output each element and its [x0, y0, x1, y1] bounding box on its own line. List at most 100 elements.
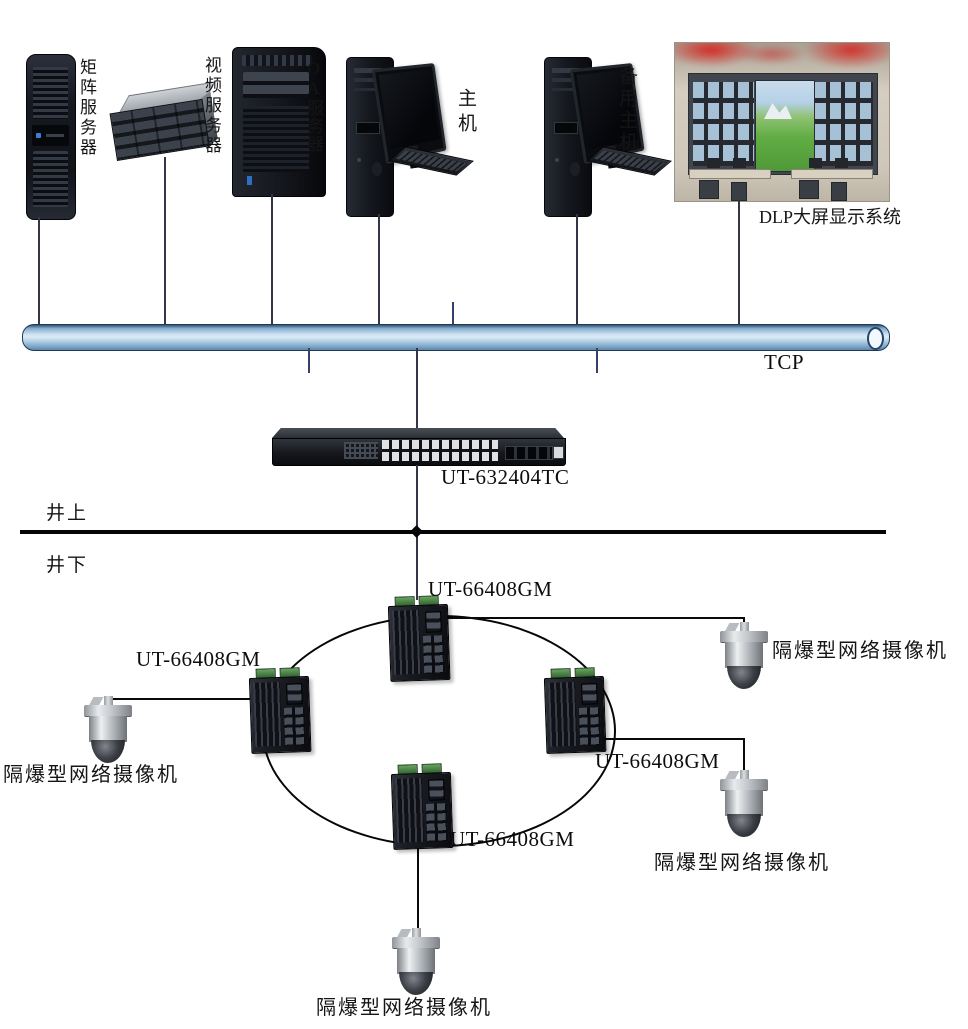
tower-slot — [354, 68, 382, 73]
camera-mount — [740, 622, 749, 632]
rj45-ports — [422, 635, 446, 674]
camera-body — [397, 948, 435, 974]
rj45-ports — [425, 803, 449, 842]
mine-boundary-line — [20, 530, 886, 534]
switch-led-matrix — [344, 442, 378, 459]
rj45-ports — [283, 707, 307, 746]
desk-monitor — [707, 158, 720, 168]
console-desk — [791, 169, 873, 179]
ring-switch-top-label: UT-66408GM — [428, 577, 553, 601]
server-drive-bays — [243, 72, 309, 98]
tower-button — [357, 158, 361, 162]
desk-monitor — [733, 158, 746, 168]
switch-body — [543, 675, 607, 754]
tower-panel — [554, 122, 578, 134]
switch-body — [248, 675, 312, 754]
sfp-slots — [425, 611, 442, 633]
tcp-bus-pipe — [22, 324, 890, 351]
tower-slot — [552, 78, 580, 82]
heatsink-fins — [548, 681, 578, 747]
console-desk — [689, 169, 771, 179]
link-host-to-bus — [378, 214, 380, 326]
camera-dome — [91, 740, 125, 763]
switch-top-bevel — [272, 428, 564, 438]
ring-switch-left-label: UT-66408GM — [136, 647, 261, 671]
link-topright-camera — [445, 617, 745, 619]
camera-mount — [740, 770, 749, 780]
switch-body — [387, 603, 451, 682]
link-video-to-bus — [164, 157, 166, 326]
link-matrix-to-bus — [38, 217, 40, 326]
tower-slot — [552, 68, 580, 73]
surface-label: 井上 — [46, 503, 89, 524]
equipment-cabinet — [831, 182, 847, 201]
camera-body — [89, 716, 127, 742]
camera-body — [725, 642, 763, 668]
server-led — [36, 133, 41, 138]
core-switch-label: UT-632404TC — [441, 465, 570, 489]
server-panel — [32, 125, 69, 146]
boundary-junction-node — [410, 525, 423, 538]
desk-monitor — [835, 158, 848, 168]
link-dlp-to-bus — [738, 200, 740, 326]
pipe-end-cap — [867, 327, 884, 350]
sfp-slots — [286, 683, 303, 705]
dlp-room-image — [674, 42, 890, 202]
ring-switch-left — [247, 667, 312, 754]
keyboard-keys — [395, 150, 467, 172]
camera-left-label: 隔爆型网络摄像机 — [3, 764, 179, 786]
camera-dome — [399, 972, 433, 995]
ring-switch-bottom-label: UT-66408GM — [450, 827, 575, 851]
bus-tap-stub — [596, 348, 598, 373]
sfp-slots — [581, 683, 598, 705]
camera-dome — [727, 666, 761, 689]
camera-bottom-right — [720, 770, 768, 838]
server-mesh — [243, 106, 309, 172]
server-display — [46, 134, 64, 137]
monitor-screen — [378, 69, 440, 150]
camera-mount — [412, 928, 421, 938]
ring-switch-bottom — [389, 763, 454, 850]
tower-slot — [354, 88, 382, 91]
backup-host-label: 备用主机 — [616, 66, 637, 154]
link-bottom-camera — [417, 846, 419, 932]
camera-bottom-label: 隔爆型网络摄像机 — [316, 997, 492, 1019]
ring-switch-right-label: UT-66408GM — [595, 749, 720, 773]
main-screen — [755, 80, 815, 172]
link-bus-to-core-switch — [416, 348, 418, 430]
tower-slot — [354, 78, 382, 82]
equipment-cabinet — [699, 180, 719, 199]
link-right-camera-drop — [743, 738, 745, 774]
bus-tap-stub — [452, 302, 454, 326]
ceiling-light — [803, 43, 889, 69]
camera-top-right-label: 隔爆型网络摄像机 — [772, 640, 948, 662]
desk-monitor — [809, 158, 822, 168]
mountain-graphic — [764, 103, 792, 119]
host-label: 主机 — [455, 88, 476, 138]
backup-host-mouse — [570, 162, 580, 176]
camera-mount — [104, 696, 113, 706]
camera-bottom — [392, 928, 440, 996]
equipment-cabinet — [731, 182, 747, 201]
link-right-camera — [601, 738, 745, 740]
tower-panel — [356, 122, 380, 134]
switch-uplink-port — [553, 446, 564, 459]
server-led — [247, 176, 252, 185]
link-left-camera — [105, 698, 250, 700]
tower-button — [555, 158, 559, 162]
host-mouse — [372, 162, 382, 176]
link-topright-camera-drop — [743, 617, 745, 626]
tower-slot — [552, 88, 580, 91]
ring-switch-top — [386, 595, 451, 682]
video-server-label: 视频服务器 — [202, 56, 221, 156]
camera-dome — [727, 814, 761, 837]
ring-switch-right — [542, 667, 607, 754]
server-vent — [33, 151, 68, 207]
sfp-slots — [428, 779, 445, 801]
switch-body — [390, 771, 454, 850]
bus-label: TCP — [764, 350, 805, 374]
camera-left — [84, 696, 132, 764]
heatsink-fins — [392, 609, 422, 675]
ceiling-light — [737, 43, 807, 65]
camera-body — [725, 790, 763, 816]
